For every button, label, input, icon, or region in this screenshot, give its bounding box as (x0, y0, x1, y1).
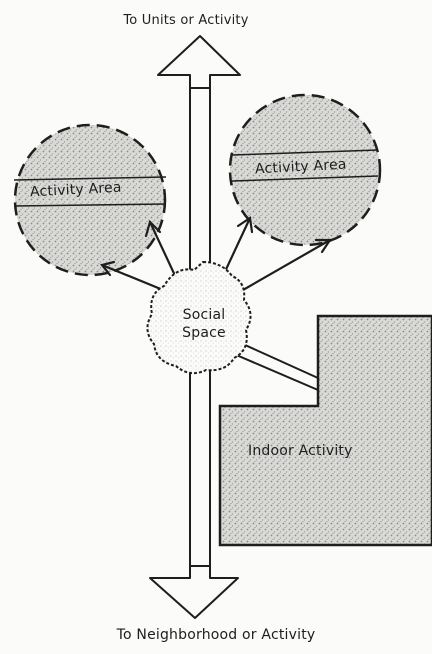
top-destination-label: To Units or Activity (123, 13, 249, 28)
vertical-arrow (149, 35, 241, 619)
arrow-to-right-area-1 (220, 216, 254, 280)
activity-area-left (13, 123, 167, 277)
bottom-destination-label: To Neighborhood or Activity (116, 627, 316, 643)
up-arrow-head (157, 35, 241, 89)
indoor-activity-label: Indoor Activity (248, 443, 353, 459)
social-space-blob (146, 260, 252, 375)
indoor-activity-building (218, 314, 432, 547)
social-space-label: Social Space (182, 307, 226, 341)
arrow-to-left-area-1 (100, 260, 170, 294)
activity-area-right (228, 93, 382, 247)
connector-arrows (100, 216, 333, 296)
down-arrow-head (149, 565, 239, 619)
arrow-to-right-area-2 (234, 238, 333, 296)
arrow-to-left-area-2 (144, 219, 180, 284)
